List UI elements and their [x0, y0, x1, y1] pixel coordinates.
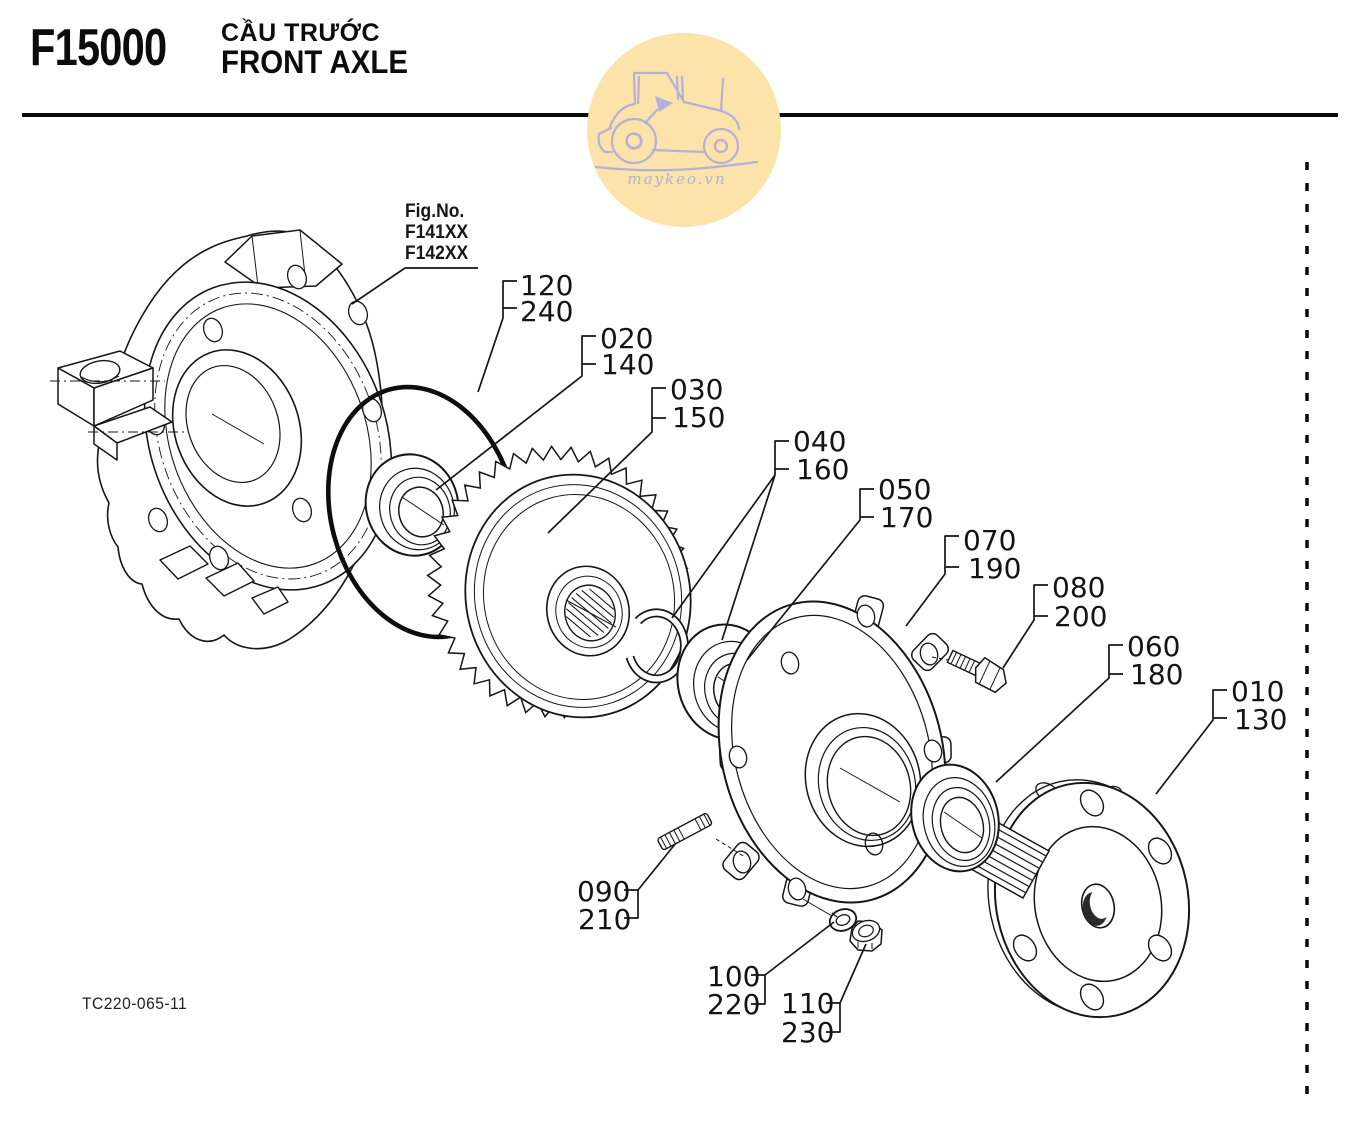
gear-spline-bore — [565, 588, 615, 638]
title-english: FRONT AXLE — [221, 44, 408, 81]
wheel-hub — [987, 779, 1191, 1019]
callout-090-label: 090 — [577, 875, 630, 908]
tractor-icon — [594, 71, 759, 172]
callout-040-label: 040 — [793, 425, 846, 458]
callout-leader-lines — [435, 280, 1227, 1033]
stud — [657, 813, 713, 851]
callout-130-label: 130 — [1234, 703, 1287, 736]
callout-230-label: 230 — [781, 1016, 834, 1049]
nut — [849, 919, 883, 952]
bolt-axis-dashes — [931, 656, 949, 661]
callout-240-label: 240 — [520, 295, 573, 328]
callout-labels: 120 240 020 140 030 150 040 160 050 170 … — [520, 269, 1287, 1049]
callout-120-label: 120 — [520, 269, 573, 302]
oil-seal — [910, 763, 1000, 873]
callout-170-label: 170 — [880, 501, 933, 534]
watermark: maykeo.vn — [587, 33, 781, 227]
drawing-code: TC220-065-11 — [82, 994, 188, 1013]
housing-feet — [159, 545, 289, 615]
figure-reference: Fig.No. F141XX F142XX — [405, 201, 468, 264]
figure-reference-label: Fig.No. — [405, 201, 465, 222]
hub-bolt-holes — [1012, 789, 1173, 1011]
stud-axis-dashes — [715, 838, 746, 858]
callout-200-label: 200 — [1054, 600, 1107, 633]
callout-100-label: 100 — [707, 960, 760, 993]
callout-190-label: 190 — [968, 552, 1021, 585]
callout-010-label: 010 — [1231, 675, 1284, 708]
figure-reference-leader — [351, 267, 478, 305]
callout-160-label: 160 — [796, 453, 849, 486]
cover-ear-holes — [728, 604, 943, 901]
housing-mount-lug — [57, 350, 173, 461]
bearing-front — [364, 453, 460, 557]
callout-050-label: 050 — [878, 473, 931, 506]
spring-washer — [828, 908, 858, 932]
callout-070-label: 070 — [963, 524, 1016, 557]
figure-code: F15000 — [30, 19, 167, 77]
callout-110-label: 110 — [781, 987, 834, 1020]
title-vietnamese: CẦU TRƯỚC — [221, 19, 381, 47]
axle-case-housing — [50, 229, 393, 650]
callout-150-label: 150 — [672, 401, 725, 434]
bolt — [946, 649, 1007, 694]
callout-140-label: 140 — [601, 348, 654, 381]
callout-220-label: 220 — [707, 988, 760, 1021]
callout-030-label: 030 — [670, 373, 723, 406]
callout-080-label: 080 — [1052, 571, 1105, 604]
final-gear — [426, 445, 692, 719]
figure-reference-code-2: F142XX — [405, 243, 469, 264]
figure-reference-code-1: F141XX — [405, 222, 469, 243]
callout-060-label: 060 — [1127, 630, 1180, 663]
callout-210-label: 210 — [578, 903, 631, 936]
callout-180-label: 180 — [1130, 658, 1183, 691]
watermark-circle — [587, 33, 781, 227]
callout-020-label: 020 — [600, 322, 653, 355]
page-title: CẦU TRƯỚC FRONT AXLE — [221, 20, 424, 80]
watermark-text: maykeo.vn — [627, 170, 726, 188]
axle-cover — [717, 595, 952, 907]
